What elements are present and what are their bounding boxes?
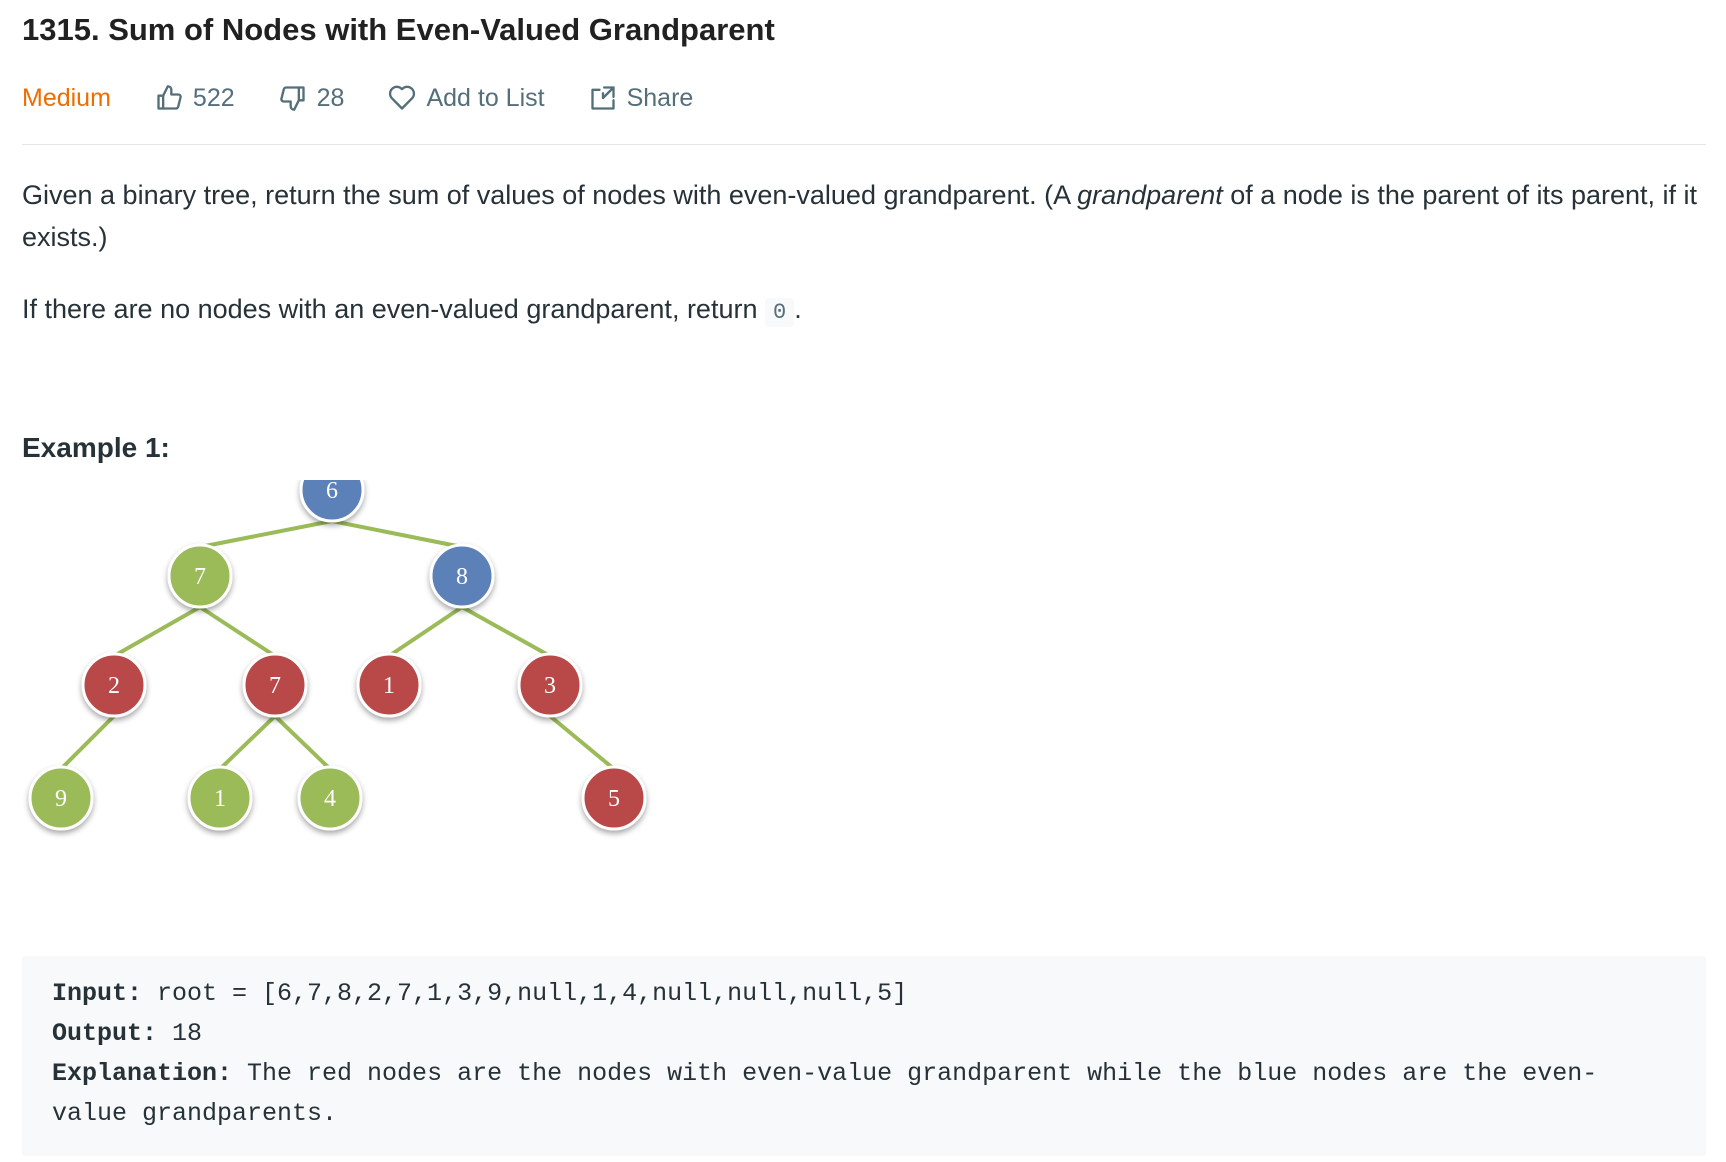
tree-node-label: 9 bbox=[55, 786, 67, 812]
tree-edge-n6-n8 bbox=[331, 519, 463, 549]
example-code: Input: root = [6,7,8,2,7,1,3,9,null,1,4,… bbox=[52, 974, 1597, 1134]
tree-edge-n7a-n7b bbox=[198, 605, 277, 658]
description-paragraph-2: If there are no nodes with an even-value… bbox=[22, 288, 802, 334]
share-icon bbox=[590, 86, 615, 110]
input-label: Input: bbox=[52, 979, 143, 1008]
tree-node-circle bbox=[299, 480, 365, 523]
problem-title: 1315. Sum of Nodes with Even-Valued Gran… bbox=[22, 12, 775, 47]
dislike-count: 28 bbox=[316, 83, 345, 112]
tree-nodes: 6 7 8 2 7 1 3 9 1 4 5 bbox=[28, 480, 647, 831]
tree-node-n4: 4 bbox=[297, 765, 363, 831]
tree-node-n3: 3 bbox=[517, 652, 583, 718]
dislike-button[interactable]: 28 bbox=[279, 83, 345, 113]
tree-node-label: 3 bbox=[544, 673, 556, 699]
like-count: 522 bbox=[192, 83, 235, 112]
tree-node-circle bbox=[517, 652, 583, 718]
tree-node-circle bbox=[187, 765, 253, 831]
share-button[interactable]: Share bbox=[589, 83, 694, 113]
description-emphasis: grandparent bbox=[1077, 180, 1223, 210]
example-block: Input: root = [6,7,8,2,7,1,3,9,null,1,4,… bbox=[22, 956, 1706, 1156]
tree-node-label: 1 bbox=[383, 673, 395, 699]
like-button[interactable]: 522 bbox=[155, 84, 235, 113]
add-to-list-label: Add to List bbox=[426, 83, 545, 112]
tree-node-label: 8 bbox=[456, 564, 468, 590]
tree-edge-n7b-n1b bbox=[218, 714, 277, 771]
tree-node-circle bbox=[242, 652, 308, 718]
tree-edge-n8-n3 bbox=[461, 605, 551, 658]
tree-node-circle bbox=[167, 543, 233, 609]
explanation-line-2: value grandparents. bbox=[52, 1099, 338, 1128]
add-to-list-button[interactable]: Add to List bbox=[388, 83, 545, 113]
inline-code-zero: 0 bbox=[764, 298, 795, 327]
tree-node-n2: 2 bbox=[81, 652, 147, 718]
output-value: 18 bbox=[157, 1019, 203, 1048]
tree-node-n5: 5 bbox=[581, 765, 647, 831]
header-divider bbox=[22, 144, 1706, 145]
tree-node-n8: 8 bbox=[429, 543, 495, 609]
tree-node-label: 6 bbox=[326, 480, 338, 504]
description-text-2b: . bbox=[794, 294, 802, 324]
tree-edge-n7a-n2 bbox=[113, 605, 201, 658]
tree-edge-n2-n9 bbox=[59, 714, 116, 771]
tree-edge-n8-n1a bbox=[387, 605, 464, 658]
explanation-label: Explanation: bbox=[52, 1059, 233, 1088]
description-text-1a: Given a binary tree, return the sum of v… bbox=[22, 180, 1078, 210]
tree-node-label: 2 bbox=[108, 673, 120, 699]
tree-node-n1a: 1 bbox=[356, 652, 422, 718]
thumbs-up-icon bbox=[157, 85, 182, 110]
tree-node-label: 5 bbox=[608, 786, 620, 812]
tree-edge-n3-n5 bbox=[548, 714, 616, 771]
problem-meta-bar: Medium 522 28 Add to List bbox=[22, 76, 1706, 120]
description-text-1b: of a node is the parent of its parent, i… bbox=[22, 180, 1698, 252]
output-label: Output: bbox=[52, 1019, 158, 1048]
tree-edge-n6-n7a bbox=[199, 519, 333, 549]
tree-node-circle bbox=[28, 765, 94, 831]
tree-node-label: 7 bbox=[269, 673, 281, 699]
tree-node-circle bbox=[429, 543, 495, 609]
binary-tree-diagram: 6 7 8 2 7 1 3 9 1 4 5 bbox=[28, 480, 647, 831]
tree-edge-n7b-n4 bbox=[273, 714, 332, 771]
tree-node-label: 4 bbox=[324, 786, 336, 812]
description-text-2a: If there are no nodes with an even-value… bbox=[22, 294, 765, 324]
tree-node-n6: 6 bbox=[299, 480, 365, 523]
tree-node-label: 7 bbox=[194, 564, 206, 590]
tree-node-label: 1 bbox=[214, 786, 226, 812]
tree-node-n7a: 7 bbox=[167, 543, 233, 609]
tree-node-circle bbox=[297, 765, 363, 831]
share-label: Share bbox=[626, 83, 694, 112]
heart-icon bbox=[389, 85, 416, 110]
tree-node-circle bbox=[81, 652, 147, 718]
tree-node-n1b: 1 bbox=[187, 765, 253, 831]
difficulty-label: Medium bbox=[22, 83, 111, 112]
example-title: Example 1: bbox=[22, 432, 170, 463]
description-paragraph-1: Given a binary tree, return the sum of v… bbox=[22, 174, 1712, 258]
input-value: root = [6,7,8,2,7,1,3,9,null,1,4,null,nu… bbox=[142, 979, 908, 1008]
tree-node-n7b: 7 bbox=[242, 652, 308, 718]
tree-node-n9: 9 bbox=[28, 765, 94, 831]
explanation-line-1: The red nodes are the nodes with even-va… bbox=[232, 1059, 1598, 1088]
thumbs-down-icon bbox=[279, 86, 305, 111]
tree-edges bbox=[59, 519, 616, 771]
tree-node-circle bbox=[356, 652, 422, 718]
tree-node-circle bbox=[581, 765, 647, 831]
